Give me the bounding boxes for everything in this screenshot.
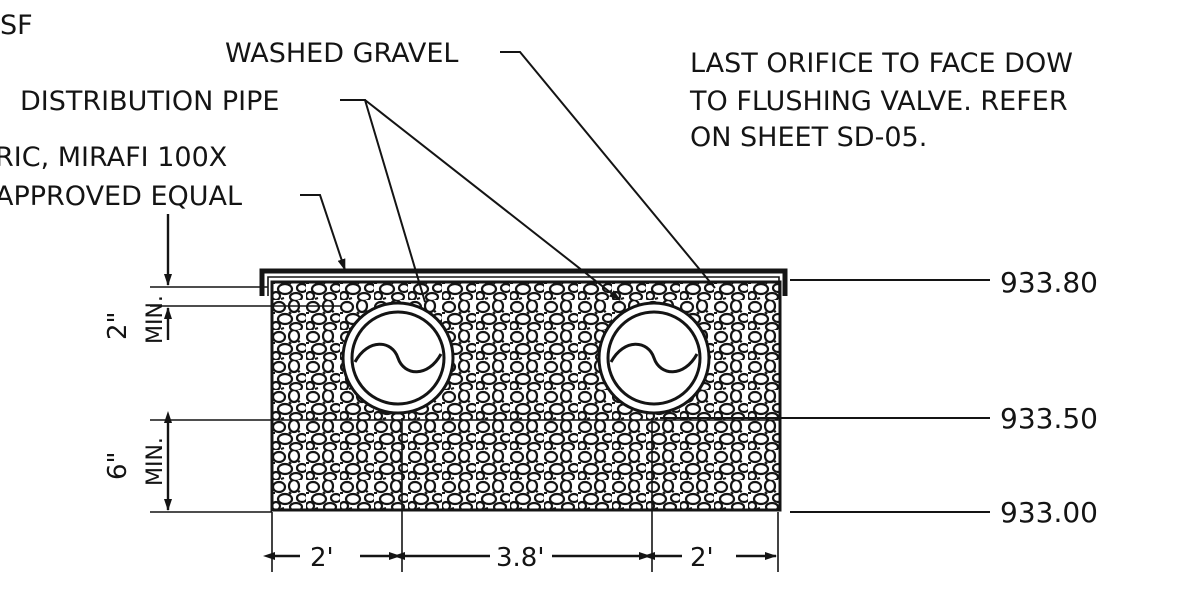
distribution-pipe-right bbox=[597, 301, 711, 415]
sf-label: SF bbox=[0, 10, 33, 41]
note-line2: TO FLUSHING VALVE. REFER bbox=[689, 86, 1068, 117]
cover-min-label: MIN. bbox=[143, 295, 168, 344]
fabric-label-line1: RIC, MIRAFI 100X bbox=[0, 142, 227, 173]
washed-gravel-label: WASHED GRAVEL bbox=[225, 38, 458, 69]
distribution-pipe-label: DISTRIBUTION PIPE bbox=[20, 86, 279, 117]
elevation-top-label: 933.80 bbox=[1000, 266, 1098, 299]
cover-dimension: 2" bbox=[103, 311, 133, 340]
elevation-bottom-label: 933.00 bbox=[1000, 496, 1098, 529]
gravel-trench bbox=[270, 280, 782, 512]
note-line3: ON SHEET SD-05. bbox=[690, 122, 927, 153]
distribution-pipe-left bbox=[341, 301, 455, 415]
right-offset-dimension: 2' bbox=[690, 543, 714, 573]
washed-gravel-leader bbox=[500, 51, 716, 289]
bedding-dimension: 6" bbox=[103, 451, 133, 480]
fabric-label-line2: APPROVED EQUAL bbox=[0, 181, 242, 212]
bedding-min-label: MIN. bbox=[143, 437, 168, 486]
pipe-spacing-dimension: 3.8' bbox=[496, 543, 545, 573]
distribution-pipe-leader-right bbox=[364, 99, 621, 301]
filter-fabric bbox=[259, 268, 788, 296]
left-offset-dimension: 2' bbox=[310, 543, 334, 573]
fabric-leader bbox=[300, 194, 346, 271]
note-line1: LAST ORIFICE TO FACE DOW bbox=[690, 48, 1073, 79]
elevation-middle-label: 933.50 bbox=[1000, 402, 1098, 435]
